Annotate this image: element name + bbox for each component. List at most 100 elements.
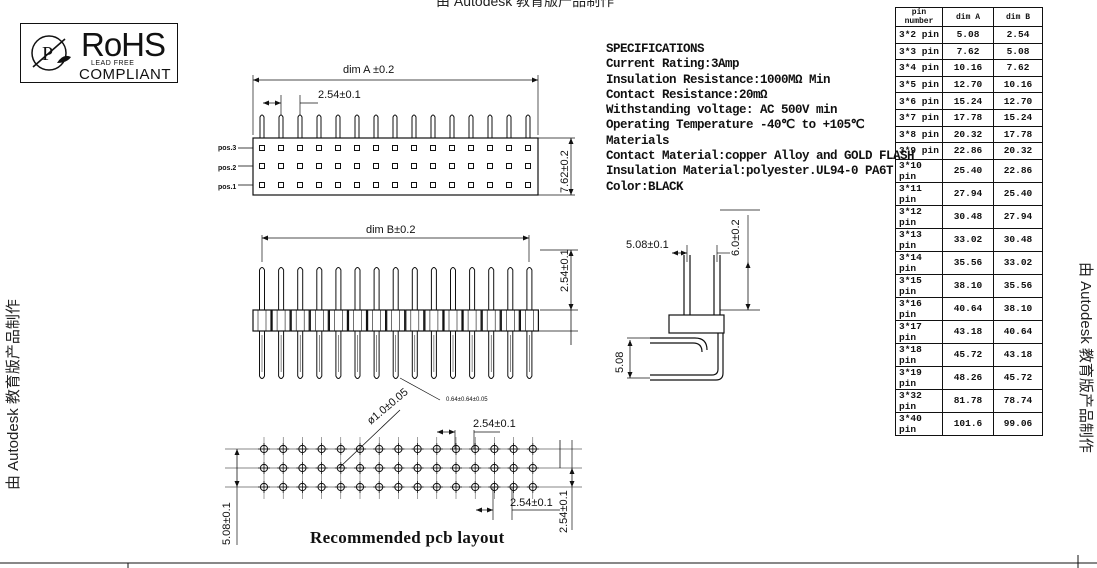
pin-square: [259, 182, 265, 188]
insulator-block: [405, 309, 425, 332]
spec-line: Insulation Material:polyester.UL94-0 PA6…: [606, 164, 894, 179]
pin-square: [354, 163, 360, 169]
pcb-pitch-y-label: 2.54±0.1: [558, 490, 570, 533]
header-dim-a: dim A: [942, 7, 994, 27]
cell-dim-a: 40.64: [942, 296, 994, 321]
arrow-head: [569, 481, 575, 487]
top-view-drawing: [238, 75, 575, 196]
pin-square: [392, 145, 398, 151]
cell-dim-b: 25.40: [993, 181, 1043, 206]
pin-tip: [411, 114, 417, 138]
pin-upper: [469, 267, 476, 310]
pin-square: [373, 163, 379, 169]
pin-square: [354, 145, 360, 151]
rohs-compliant: COMPLIANT: [79, 66, 172, 83]
insulator-block: [347, 309, 368, 332]
pin-lower: [526, 331, 533, 379]
pin-lower: [373, 331, 380, 379]
pin-square: [430, 145, 436, 151]
arrow-head: [568, 304, 574, 310]
pin-square: [335, 182, 341, 188]
arrow-head: [253, 77, 259, 83]
pcb-row-span-label: 5.08±0.1: [221, 502, 233, 545]
cell-dim-b: 17.78: [993, 125, 1043, 144]
cell-pin-number: 3*19 pin: [895, 365, 943, 390]
cell-dim-a: 22.86: [942, 142, 994, 160]
pin-tip: [259, 114, 265, 138]
cell-dim-b: 33.02: [993, 250, 1043, 275]
pin-tip: [373, 114, 379, 138]
dim-b-label: dim B±0.2: [366, 224, 416, 236]
arrow-head: [672, 250, 678, 256]
pin-square: [316, 163, 322, 169]
rohs-word: RoHS: [81, 26, 166, 63]
pin-lower: [392, 331, 399, 379]
cell-dim-a: 48.26: [942, 365, 994, 390]
pin-upper: [259, 267, 265, 310]
cell-dim-b: 2.54: [993, 26, 1043, 44]
cell-pin-number: 3*4 pin: [895, 59, 943, 77]
pin-upper: [297, 267, 304, 310]
cell-dim-a: 12.70: [942, 75, 994, 94]
cell-pin-number: 3*10 pin: [895, 158, 943, 183]
ra-housing: [668, 314, 725, 334]
cell-dim-a: 5.08: [942, 26, 994, 44]
cell-dim-a: 7.62: [942, 42, 994, 61]
cell-pin-number: 3*12 pin: [895, 204, 943, 229]
pin-lower: [488, 331, 495, 379]
cell-dim-a: 45.72: [942, 342, 994, 367]
pin-square: [411, 182, 417, 188]
pin-square: [259, 145, 265, 151]
pin-tip: [335, 114, 341, 138]
leader-line: [338, 409, 401, 469]
cell-dim-b: 7.62: [993, 59, 1043, 77]
insulator-block: [252, 309, 272, 332]
cell-pin-number: 3*40 pin: [895, 411, 943, 436]
insulator-block: [328, 309, 348, 332]
ra-bent-pin-lower: [650, 333, 724, 381]
row-label-pos3: pos.3: [218, 145, 237, 152]
pin-upper: [411, 267, 418, 310]
arrow-head: [745, 262, 751, 268]
pin-square: [525, 163, 531, 169]
pin-lower: [297, 331, 304, 379]
cell-pin-number: 3*9 pin: [895, 142, 943, 160]
pin-square: [259, 163, 265, 169]
cell-dim-b: 12.70: [993, 92, 1043, 110]
pin-square: [525, 145, 531, 151]
cell-dim-a: 10.16: [942, 59, 994, 77]
spec-line: Withstanding voltage: AC 500V min: [606, 103, 838, 118]
cell-dim-a: 25.40: [942, 158, 994, 183]
cell-pin-number: 3*3 pin: [895, 42, 943, 61]
insulator-block: [462, 309, 482, 332]
insulator-block: [367, 309, 387, 332]
pin-lower: [259, 331, 265, 379]
cell-dim-b: 38.10: [993, 296, 1043, 321]
pin-tip: [316, 114, 322, 138]
arrow-head: [523, 235, 529, 241]
pin-square: [468, 145, 474, 151]
cell-dim-a: 81.78: [942, 388, 994, 413]
cell-dim-b: 10.16: [993, 75, 1043, 94]
pin-square: [297, 145, 303, 151]
pin-upper: [526, 267, 533, 310]
cell-dim-b: 35.56: [993, 273, 1043, 298]
pin-square: [411, 163, 417, 169]
ra-top-length-label: 6.0±0.2: [730, 219, 742, 256]
pin-tip: [297, 114, 303, 138]
pin-square: [506, 145, 512, 151]
specifications-heading: SPECIFICATIONS: [606, 42, 705, 56]
pin-square: [468, 182, 474, 188]
pin-square: [335, 145, 341, 151]
cell-pin-number: 3*8 pin: [895, 125, 943, 144]
arrow-head: [568, 189, 574, 195]
pin-tip: [430, 114, 436, 138]
ra-offset-label: 5.08±0.1: [626, 239, 669, 251]
